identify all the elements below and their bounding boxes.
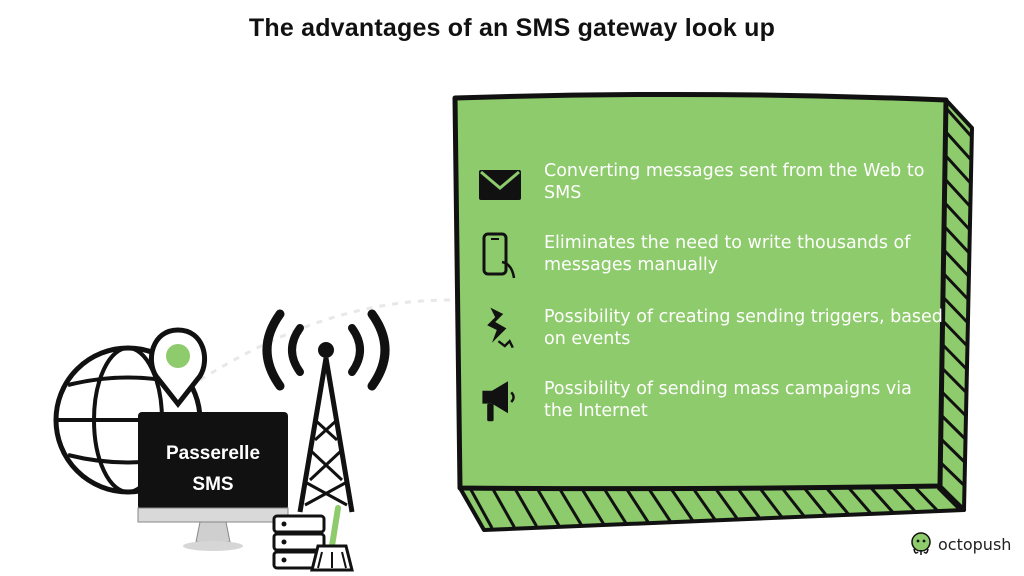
box-hatch-line — [847, 487, 872, 515]
box-hatch-line — [936, 486, 962, 512]
box-hatch-line — [941, 343, 968, 370]
box-hatch-line — [939, 437, 966, 463]
box-hatch-line — [535, 487, 561, 527]
box-hatch-line — [647, 487, 672, 522]
box-hatch-line — [944, 130, 972, 161]
list-item-4: Possibility of sending mass campaigns vi… — [476, 378, 944, 426]
box-hatch-line — [942, 272, 969, 300]
box-hatch-line — [939, 461, 965, 486]
box-hatch-line — [940, 366, 967, 393]
box-hatch-line — [944, 154, 972, 184]
box-hatch-line — [941, 319, 968, 347]
box-hatch-line — [780, 487, 806, 517]
box-hatch-line — [713, 487, 739, 520]
box-hatch-line — [943, 225, 970, 254]
box-front-face — [452, 91, 949, 492]
box-hatch-line — [736, 487, 761, 519]
box-hatch-line — [513, 487, 538, 528]
box-hatch-line — [758, 487, 783, 518]
screen-label-line2: SMS — [192, 474, 234, 495]
box-hatch-line — [691, 487, 717, 521]
page-title: The advantages of an SMS gateway look up — [248, 14, 776, 42]
octopush-brand: octopush — [910, 532, 1011, 556]
box-hatch-line — [490, 487, 516, 528]
box-hatch-line — [669, 487, 694, 522]
octopus-logo-icon — [911, 532, 931, 555]
box-hatch-line — [914, 486, 939, 512]
box-hatch-line — [557, 487, 583, 526]
box-hatch-line — [943, 177, 971, 207]
smartphone-icon — [482, 232, 516, 279]
dashed-connector — [199, 298, 451, 382]
box-hatch-line — [580, 487, 605, 525]
item-text: Possibility of creating sending triggers… — [544, 307, 943, 349]
screen-label: Passerelle SMS — [140, 438, 286, 500]
server-icon — [272, 514, 326, 570]
item-text: Possibility of sending mass campaigns vi… — [544, 379, 912, 421]
list-item-2: Eliminates the need to write thousands o… — [476, 232, 944, 280]
box-hatch-line — [941, 295, 969, 324]
monitor-icon — [137, 412, 289, 551]
box-hatch-line — [940, 390, 967, 417]
box-hatch-line — [942, 248, 970, 277]
box-hatch-line — [870, 486, 895, 514]
screen-label-line1: Passerelle — [165, 443, 261, 464]
envelope-icon — [479, 170, 521, 200]
broom-icon — [310, 505, 354, 572]
brand-name: octopush — [938, 534, 1012, 554]
box-hatch-line — [803, 487, 828, 517]
megaphone-icon — [482, 381, 515, 422]
box-hatch-line — [940, 414, 966, 440]
list-item-1: Converting messages sent from the Web to… — [476, 160, 944, 208]
box-hatch-line — [825, 487, 850, 516]
antenna-tower-icon — [262, 309, 390, 513]
lightning-trigger-icon — [487, 307, 514, 349]
box-hatch-line — [624, 487, 650, 523]
item-text: Eliminates the need to write thousands o… — [544, 233, 911, 275]
box-hatch-line — [943, 201, 971, 231]
box-hatch-line — [602, 487, 627, 524]
box-hatch-line — [938, 484, 965, 510]
list-item-3: Possibility of creating sending triggers… — [476, 306, 944, 354]
box-hatch-line — [892, 486, 917, 513]
location-pin-icon — [148, 327, 208, 409]
box-hatch-line — [468, 487, 494, 529]
box-hatch-line — [944, 107, 973, 137]
item-text: Converting messages sent from the Web to… — [544, 161, 925, 203]
